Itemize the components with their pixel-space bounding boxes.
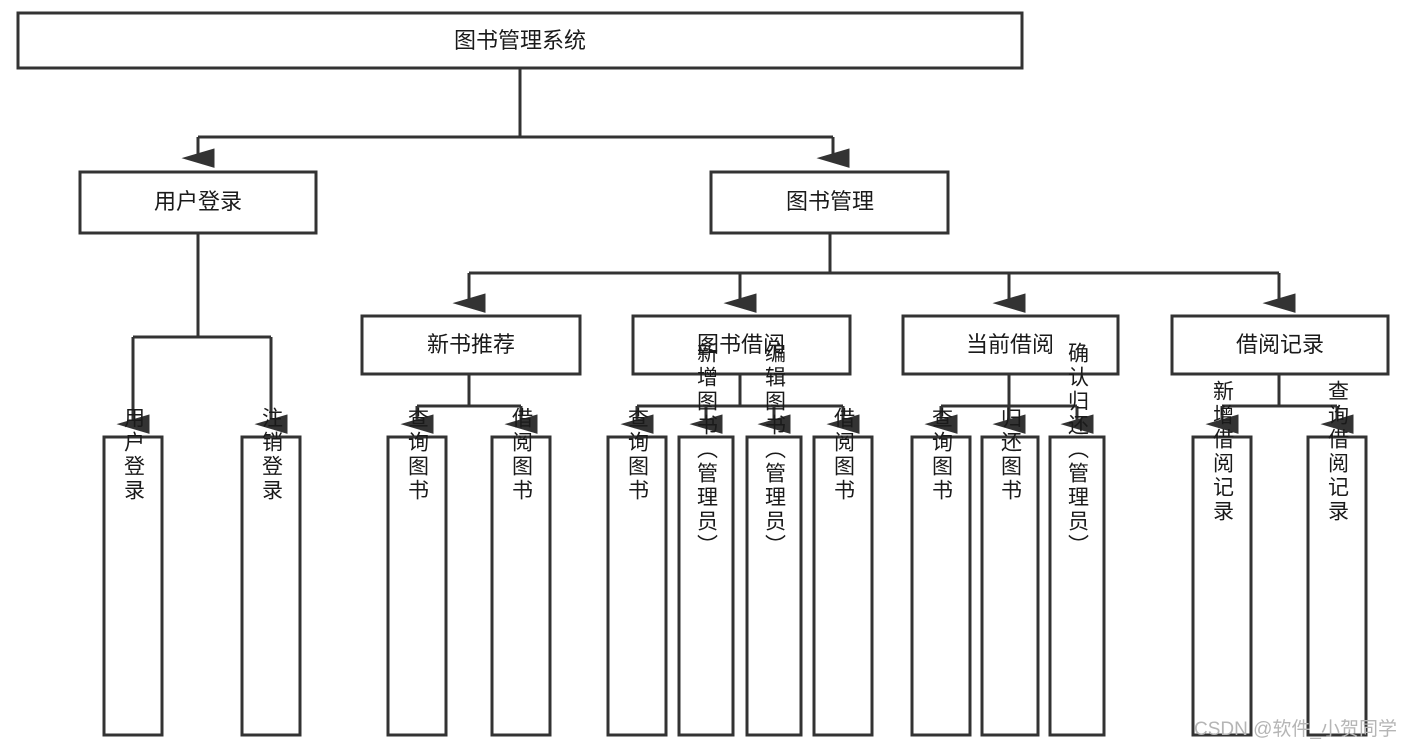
leaf-book-borrow-edit[interactable]: 编辑图书（管理员） bbox=[745, 342, 803, 737]
node-new-book-recommend-label: 新书推荐 bbox=[427, 332, 515, 357]
node-current-borrow[interactable]: 当前借阅 bbox=[901, 314, 1120, 376]
leaf-user-login-logout[interactable]: 注销登录 bbox=[240, 407, 302, 737]
leaf-new-book-borrow[interactable]: 借阅图书 bbox=[490, 407, 552, 737]
leaf-book-borrow-borrow-label: 借阅图书 bbox=[832, 407, 856, 503]
leaf-borrow-record-query[interactable]: 查询借阅记录 bbox=[1306, 380, 1368, 737]
leaf-new-book-borrow-label: 借阅图书 bbox=[510, 407, 534, 503]
leaf-current-borrow-query[interactable]: 查询图书 bbox=[910, 407, 972, 737]
node-book-borrow-label: 图书借阅 bbox=[697, 332, 785, 357]
connector-root-to-level1 bbox=[181, 68, 850, 168]
node-book-borrow[interactable]: 图书借阅 bbox=[631, 314, 852, 376]
leaf-current-borrow-return[interactable]: 归还图书 bbox=[980, 407, 1040, 737]
node-root-system[interactable]: 图书管理系统 bbox=[16, 11, 1024, 70]
leaf-book-borrow-add[interactable]: 新增图书（管理员） bbox=[677, 342, 735, 737]
connector-user-login-to-leaves bbox=[116, 233, 288, 434]
node-root-label: 图书管理系统 bbox=[454, 28, 586, 53]
leaf-current-borrow-return-label: 归还图书 bbox=[999, 407, 1023, 503]
leaf-book-borrow-add-label: 新增图书（管理员） bbox=[695, 342, 719, 558]
leaf-new-book-query-label: 查询图书 bbox=[406, 407, 430, 503]
node-borrow-record-label: 借阅记录 bbox=[1236, 332, 1324, 357]
leaf-current-borrow-confirm[interactable]: 确认归还（管理员） bbox=[1048, 342, 1106, 737]
leaf-borrow-record-add-label: 新增借阅记录 bbox=[1211, 380, 1235, 524]
leaf-borrow-record-add[interactable]: 新增借阅记录 bbox=[1191, 380, 1253, 737]
connector-book-manage-to-level2 bbox=[452, 233, 1296, 313]
node-user-login[interactable]: 用户登录 bbox=[78, 170, 318, 235]
connector-book-borrow-to-leaves bbox=[620, 374, 860, 434]
leaf-book-borrow-borrow[interactable]: 借阅图书 bbox=[812, 407, 874, 737]
connector-borrow-record-to-leaves bbox=[1205, 374, 1354, 434]
node-current-borrow-label: 当前借阅 bbox=[966, 332, 1054, 357]
leaf-new-book-query[interactable]: 查询图书 bbox=[386, 407, 448, 737]
leaf-book-borrow-query-label: 查询图书 bbox=[626, 407, 650, 503]
leaf-current-borrow-confirm-label: 确认归还（管理员） bbox=[1066, 342, 1090, 558]
leaf-current-borrow-query-label: 查询图书 bbox=[930, 407, 954, 503]
connector-current-borrow-to-leaves bbox=[924, 374, 1094, 434]
leaf-user-login-logout-label: 注销登录 bbox=[260, 407, 284, 503]
leaf-user-login-login-label: 用户登录 bbox=[122, 407, 146, 503]
node-book-manage[interactable]: 图书管理 bbox=[709, 170, 950, 235]
leaf-book-borrow-edit-label: 编辑图书（管理员） bbox=[763, 342, 787, 558]
leaf-borrow-record-query-label: 查询借阅记录 bbox=[1326, 380, 1350, 524]
node-book-manage-label: 图书管理 bbox=[786, 189, 874, 214]
node-borrow-record[interactable]: 借阅记录 bbox=[1170, 314, 1390, 376]
leaf-book-borrow-query[interactable]: 查询图书 bbox=[606, 407, 668, 737]
connector-new-book-to-leaves bbox=[400, 374, 538, 434]
leaf-user-login-login[interactable]: 用户登录 bbox=[102, 407, 164, 737]
node-user-login-label: 用户登录 bbox=[154, 189, 242, 214]
node-new-book-recommend[interactable]: 新书推荐 bbox=[360, 314, 582, 376]
